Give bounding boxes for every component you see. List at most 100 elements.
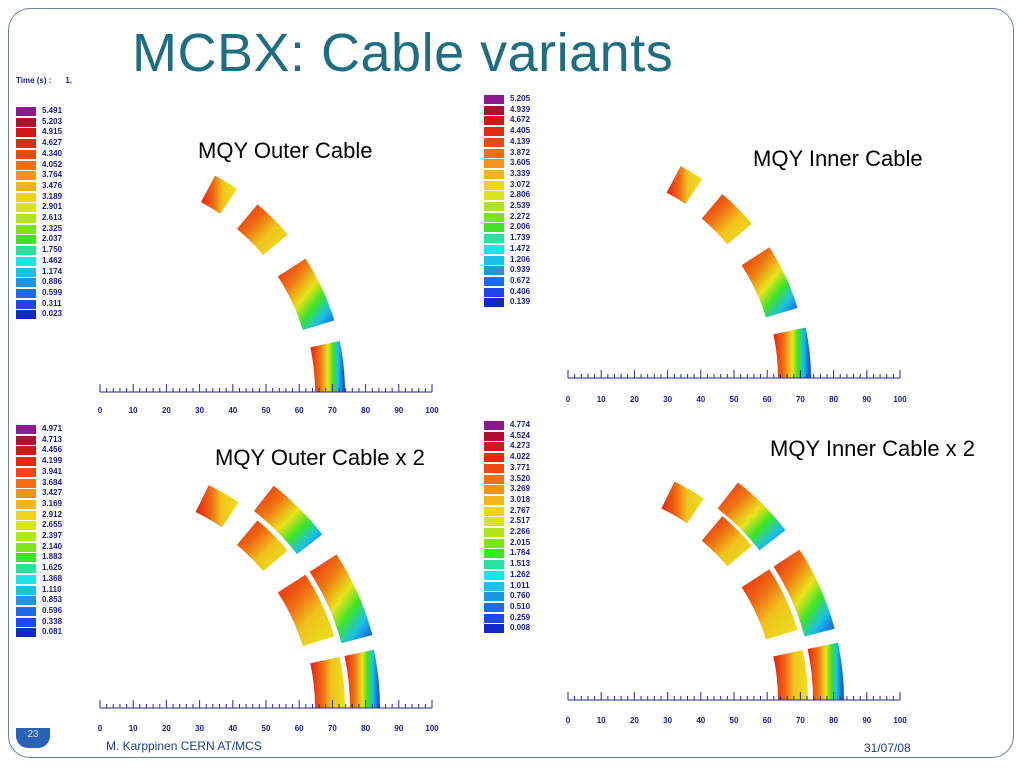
axis-tick-label: 50 bbox=[262, 724, 271, 733]
coil-block bbox=[773, 549, 835, 637]
legend-swatch bbox=[484, 581, 504, 591]
footer-date: 31/07/08 bbox=[864, 741, 911, 755]
legend-entry: 2.613 bbox=[16, 213, 86, 225]
legend-value: 2.266 bbox=[510, 527, 531, 536]
legend-entry: 0.259 bbox=[484, 613, 554, 625]
axis-tick-label: 10 bbox=[597, 395, 606, 404]
axis-tick-label: 10 bbox=[129, 724, 138, 733]
legend-value: 2.325 bbox=[42, 223, 63, 233]
legend-entry: 0.939 bbox=[484, 265, 554, 277]
legend-entry: 4.273 bbox=[484, 441, 554, 453]
axis-tick-label: 20 bbox=[162, 406, 171, 415]
legend-value: 2.767 bbox=[510, 505, 531, 515]
coil-block bbox=[773, 327, 811, 378]
axis-tick-label: 10 bbox=[129, 406, 138, 415]
legend-value: 4.774 bbox=[510, 420, 531, 429]
legend-entry: 4.139 bbox=[484, 137, 554, 149]
legend-swatch bbox=[484, 463, 504, 473]
legend-entry: 3.427 bbox=[16, 488, 86, 500]
legend-value: 4.456 bbox=[42, 445, 63, 455]
legend-swatch bbox=[484, 495, 504, 505]
axis-tick-label: 30 bbox=[663, 395, 672, 404]
legend-entry: 2.037 bbox=[16, 234, 86, 246]
axis-tick-label: 100 bbox=[893, 395, 907, 404]
legend-entry: 2.655 bbox=[16, 520, 86, 532]
legend-swatch bbox=[484, 159, 504, 169]
legend-entry: 0.081 bbox=[16, 627, 86, 639]
time-value: 1. bbox=[65, 76, 73, 85]
axis-tick-label: 50 bbox=[730, 716, 739, 725]
legend-swatch bbox=[484, 276, 504, 286]
legend-swatch bbox=[484, 431, 504, 441]
time-readout: Time (s) : 1. bbox=[16, 76, 72, 85]
legend-value: 3.605 bbox=[510, 158, 531, 168]
legend-value: 4.340 bbox=[42, 148, 63, 158]
legend-entry: 4.971 bbox=[16, 424, 86, 436]
legend-value: 1.625 bbox=[42, 563, 63, 573]
legend-value: 3.427 bbox=[42, 488, 63, 498]
legend-value: 2.397 bbox=[42, 531, 63, 540]
axis-tick-label: 70 bbox=[328, 724, 337, 733]
legend-swatch bbox=[16, 288, 36, 298]
legend-entry: 2.015 bbox=[484, 538, 554, 550]
legend-swatch bbox=[16, 203, 36, 213]
legend-swatch bbox=[16, 149, 36, 159]
legend-swatch bbox=[16, 299, 36, 309]
legend-swatch bbox=[484, 148, 504, 158]
legend-value: 1.262 bbox=[510, 569, 531, 579]
legend-entry: 3.605 bbox=[484, 158, 554, 170]
legend-entry: 4.774 bbox=[484, 420, 554, 432]
legend-entry: 3.269 bbox=[484, 484, 554, 496]
legend-swatch bbox=[16, 564, 36, 574]
legend-entry: 4.939 bbox=[484, 105, 554, 117]
time-label: Time (s) : bbox=[16, 76, 52, 85]
legend-entry: 3.169 bbox=[16, 499, 86, 511]
legend-entry: 1.368 bbox=[16, 574, 86, 586]
legend-value: 5.205 bbox=[510, 94, 531, 103]
axis-tick-label: 40 bbox=[696, 716, 705, 725]
legend-entry: 1.262 bbox=[484, 569, 554, 582]
legend-entry: 1.462 bbox=[16, 256, 86, 268]
legend-entry: 0.510 bbox=[484, 602, 554, 614]
axis-tick-label: 0 bbox=[98, 406, 103, 415]
legend-value: 4.524 bbox=[510, 430, 531, 440]
legend-entry: 4.524 bbox=[484, 430, 554, 443]
legend-swatch bbox=[16, 214, 36, 223]
legend-swatch bbox=[16, 606, 36, 616]
legend-value: 0.853 bbox=[42, 595, 63, 605]
legend-entry: 2.397 bbox=[16, 531, 86, 543]
legend-entry: 0.886 bbox=[16, 277, 86, 289]
legend-swatch bbox=[16, 521, 36, 531]
legend-swatch bbox=[484, 266, 504, 276]
legend-value: 3.269 bbox=[510, 484, 531, 494]
legend-entry: 3.941 bbox=[16, 467, 86, 479]
legend-value: 4.273 bbox=[510, 441, 531, 451]
axis-tick-label: 60 bbox=[295, 724, 304, 733]
legend-value: 1.513 bbox=[510, 559, 531, 569]
legend-swatch bbox=[484, 570, 504, 580]
legend-swatch bbox=[484, 549, 504, 559]
legend-value: 1.011 bbox=[510, 580, 530, 590]
legend-value: 0.939 bbox=[510, 265, 531, 275]
legend-swatch bbox=[16, 425, 36, 434]
legend-entry: 0.599 bbox=[16, 288, 86, 300]
legend-value: 2.140 bbox=[42, 541, 63, 551]
legend-entry: 3.520 bbox=[484, 473, 554, 486]
legend-entry: 4.022 bbox=[484, 452, 554, 464]
legend-swatch bbox=[16, 117, 36, 127]
axis-tick-label: 40 bbox=[228, 724, 237, 733]
legend-entry: 3.339 bbox=[484, 169, 554, 181]
legend-entry: 0.672 bbox=[484, 276, 554, 288]
axis-tick-label: 90 bbox=[394, 406, 403, 415]
legend-value: 4.022 bbox=[510, 452, 531, 462]
legend-swatch bbox=[16, 585, 36, 595]
panel-label-inner: MQY Inner Cable bbox=[753, 146, 923, 171]
legend-entry: 0.023 bbox=[16, 309, 86, 321]
legend-value: 3.520 bbox=[510, 473, 531, 483]
legend-swatch bbox=[484, 506, 504, 516]
legend-swatch bbox=[16, 235, 36, 245]
axis-tick-label: 30 bbox=[195, 406, 204, 415]
legend-entry: 4.456 bbox=[16, 445, 86, 457]
axis-tick-label: 60 bbox=[295, 406, 304, 415]
legend-value: 4.199 bbox=[42, 456, 63, 466]
